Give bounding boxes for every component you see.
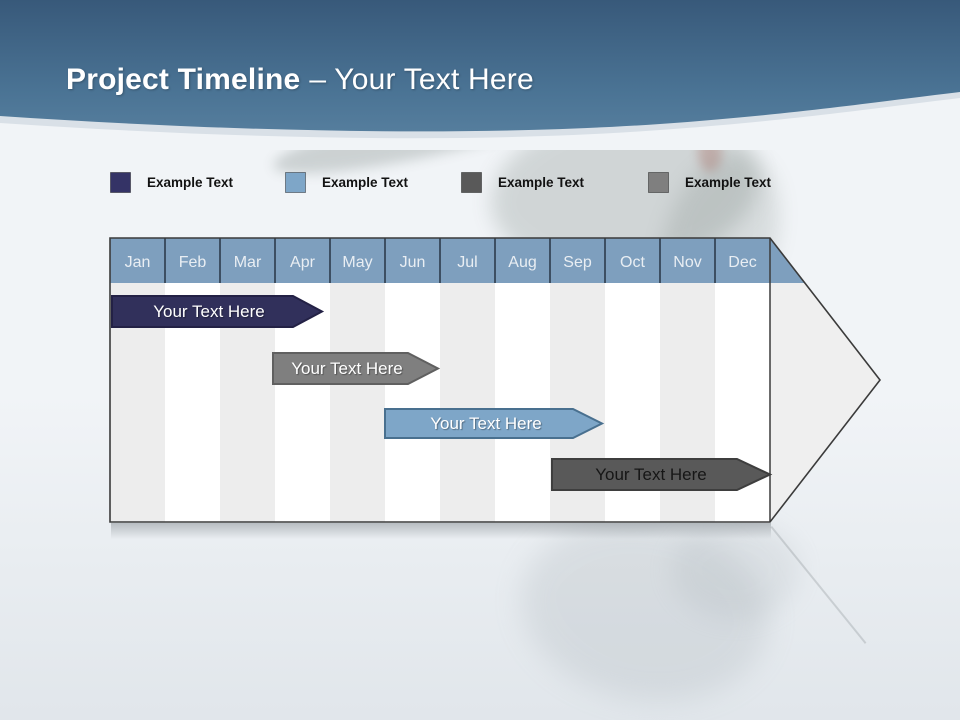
month-label: Jun bbox=[400, 254, 426, 271]
month-label: Aug bbox=[508, 254, 536, 271]
month-label: Apr bbox=[290, 254, 316, 271]
month-label: Jul bbox=[457, 254, 477, 271]
legend-swatch-darkgray-icon bbox=[461, 172, 482, 193]
page-title-secondary: – Your Text Here bbox=[309, 63, 534, 96]
task-bar-3-label: Your Text Here bbox=[430, 414, 542, 433]
task-bar-1-label: Your Text Here bbox=[153, 302, 265, 321]
legend-label: Example Text bbox=[322, 175, 409, 190]
legend-item-2: Example Text bbox=[285, 172, 408, 193]
month-label: Oct bbox=[620, 254, 645, 271]
month-label: May bbox=[342, 254, 372, 271]
legend-label: Example Text bbox=[685, 175, 772, 190]
photo-leg2-shape bbox=[670, 520, 800, 620]
month-label: Sep bbox=[563, 254, 592, 271]
page-title: Project Timeline– Your Text Here bbox=[66, 62, 926, 98]
legend-label: Example Text bbox=[147, 175, 234, 190]
task-bar-4 bbox=[551, 458, 773, 491]
page-title-primary: Project Timeline bbox=[66, 63, 301, 96]
legend-swatch-navy-icon bbox=[110, 172, 131, 193]
legend-item-3: Example Text bbox=[461, 172, 584, 193]
timeline-table: Jan Feb Mar Apr May Jun Jul Aug Sep Oct … bbox=[109, 237, 882, 523]
month-label: Feb bbox=[179, 254, 207, 271]
legend-item-1: Example Text bbox=[110, 172, 233, 193]
legend-swatch-gray-icon bbox=[648, 172, 669, 193]
arrow-head-area bbox=[770, 283, 880, 522]
month-label: Mar bbox=[234, 254, 262, 271]
header-band bbox=[0, 0, 960, 150]
month-label: Jan bbox=[125, 254, 151, 271]
timeline-arrow-outline bbox=[109, 237, 882, 523]
task-bar-4-label: Your Text Here bbox=[595, 465, 707, 484]
month-separators bbox=[164, 238, 716, 283]
column-jun bbox=[385, 283, 440, 522]
month-labels: Jan Feb Mar Apr May Jun Jul Aug Sep Oct … bbox=[125, 254, 757, 271]
legend-item-4: Example Text bbox=[648, 172, 771, 193]
task-bar-1 bbox=[111, 295, 325, 328]
task-bar-2-label: Your Text Here bbox=[291, 359, 403, 378]
legend-swatch-blue-icon bbox=[285, 172, 306, 193]
header-band-wave-white bbox=[0, 98, 960, 150]
column-aug bbox=[495, 283, 550, 522]
month-label: Nov bbox=[673, 254, 701, 271]
task-bar-2 bbox=[272, 352, 441, 385]
column-jul bbox=[440, 283, 495, 522]
column-may bbox=[330, 283, 385, 522]
table-reflection bbox=[111, 523, 771, 539]
task-bar-3 bbox=[384, 408, 605, 439]
month-label: Dec bbox=[728, 254, 756, 271]
legend-label: Example Text bbox=[498, 175, 585, 190]
timeline-table-body bbox=[110, 238, 880, 522]
